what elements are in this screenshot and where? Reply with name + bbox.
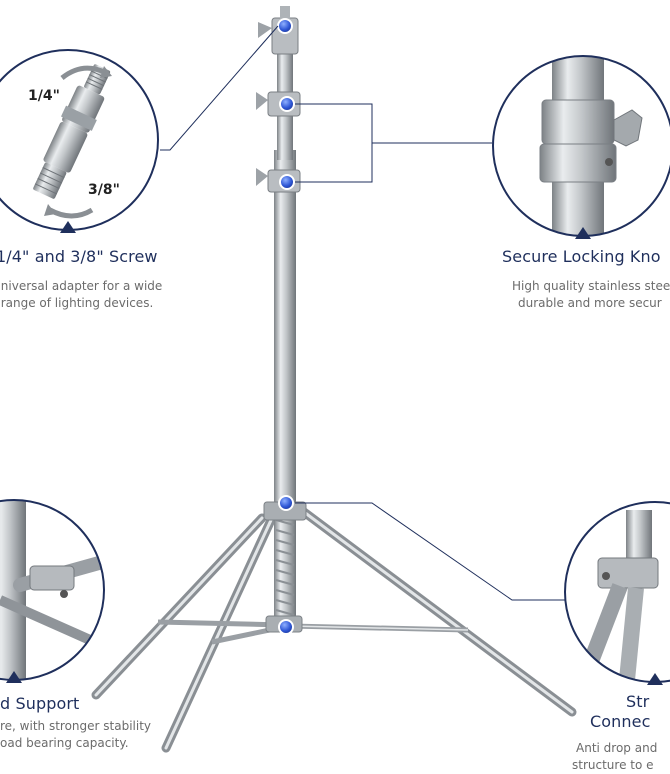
connector-desc-line-1: Anti drop and	[576, 741, 658, 755]
screw-desc-line-2: range of lighting devices.	[0, 296, 154, 310]
support-desc-line-2: oad bearing capacity.	[0, 736, 129, 750]
support-desc-line-1: re, with stronger stability	[0, 719, 152, 733]
connector-desc-line-2: structure to e	[572, 758, 654, 772]
locking-desc-line-2: durable and more secur	[518, 296, 662, 310]
support-detail-circle	[0, 499, 105, 683]
screw-desc-line-1: Universal adapter for a wide	[0, 279, 163, 293]
screw-feature-description: Universal adapter for a wide range of li…	[0, 278, 162, 312]
screw-feature-title: 1/4" and 3/8" Screw	[0, 247, 158, 266]
center-pole	[256, 6, 307, 633]
screw-detail-circle	[0, 49, 159, 233]
stand-legs	[91, 507, 577, 753]
connector-detail-circle	[564, 501, 670, 685]
locking-feature-title: Secure Locking Kno	[502, 247, 661, 266]
screw-size-quarter-label: 1/4"	[28, 88, 60, 104]
product-infographic: 1/4" 3/8" 1/4" and 3/8" Screw Universal …	[0, 6, 670, 772]
connector-feature-title-line-2: Connec	[590, 712, 651, 731]
leader-lines	[160, 25, 566, 601]
locking-knob-detail-circle	[492, 55, 670, 239]
support-feature-title: d Support	[0, 694, 80, 713]
connector-feature-title-line-1: Str	[626, 692, 650, 711]
light-stand-illustration	[0, 6, 670, 753]
callout-dots	[277, 18, 295, 635]
locking-desc-line-1: High quality stainless stee	[512, 279, 670, 293]
screw-size-three-eighths-label: 3/8"	[88, 182, 120, 198]
